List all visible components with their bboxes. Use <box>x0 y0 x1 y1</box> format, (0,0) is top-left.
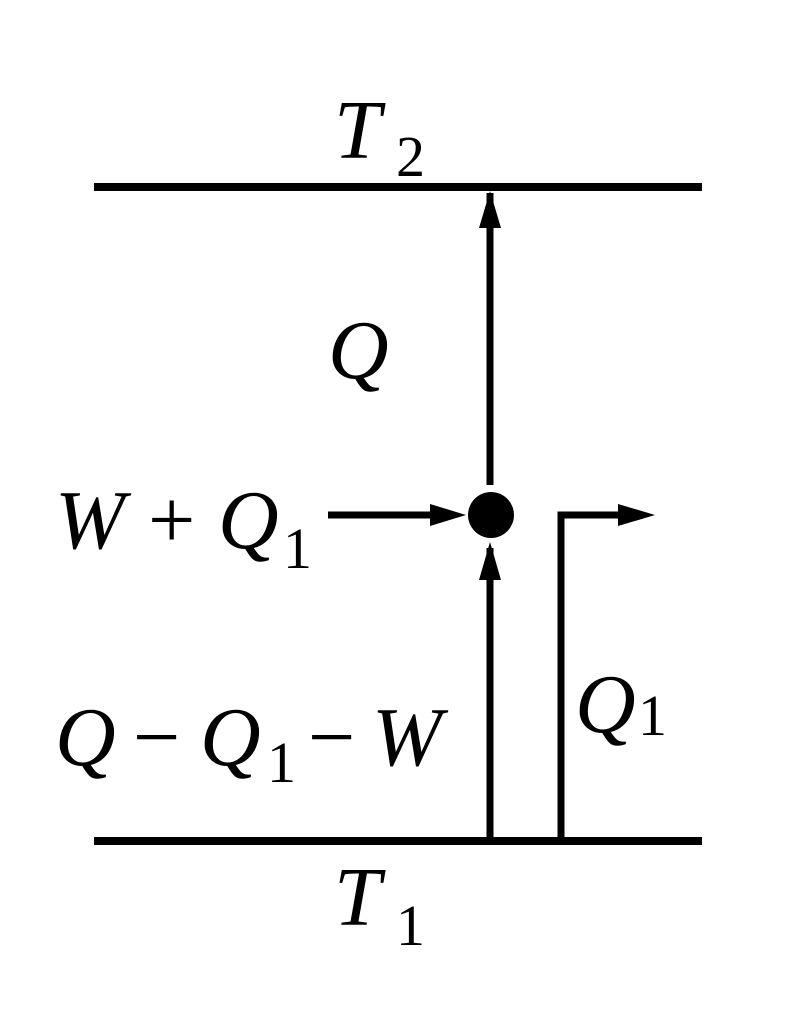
lower-flow-arrowhead <box>479 542 501 580</box>
work-input-label: W+Q1 <box>55 474 312 581</box>
upper-flow-label: Q <box>328 304 389 397</box>
work-input-arrowhead <box>430 504 466 526</box>
upper-flow-arrowhead <box>479 191 501 228</box>
side-flow-label: Q1 <box>575 658 667 751</box>
side-flow-arrowhead <box>618 504 655 526</box>
junction-node <box>468 492 514 538</box>
side-flow-path <box>557 511 625 838</box>
